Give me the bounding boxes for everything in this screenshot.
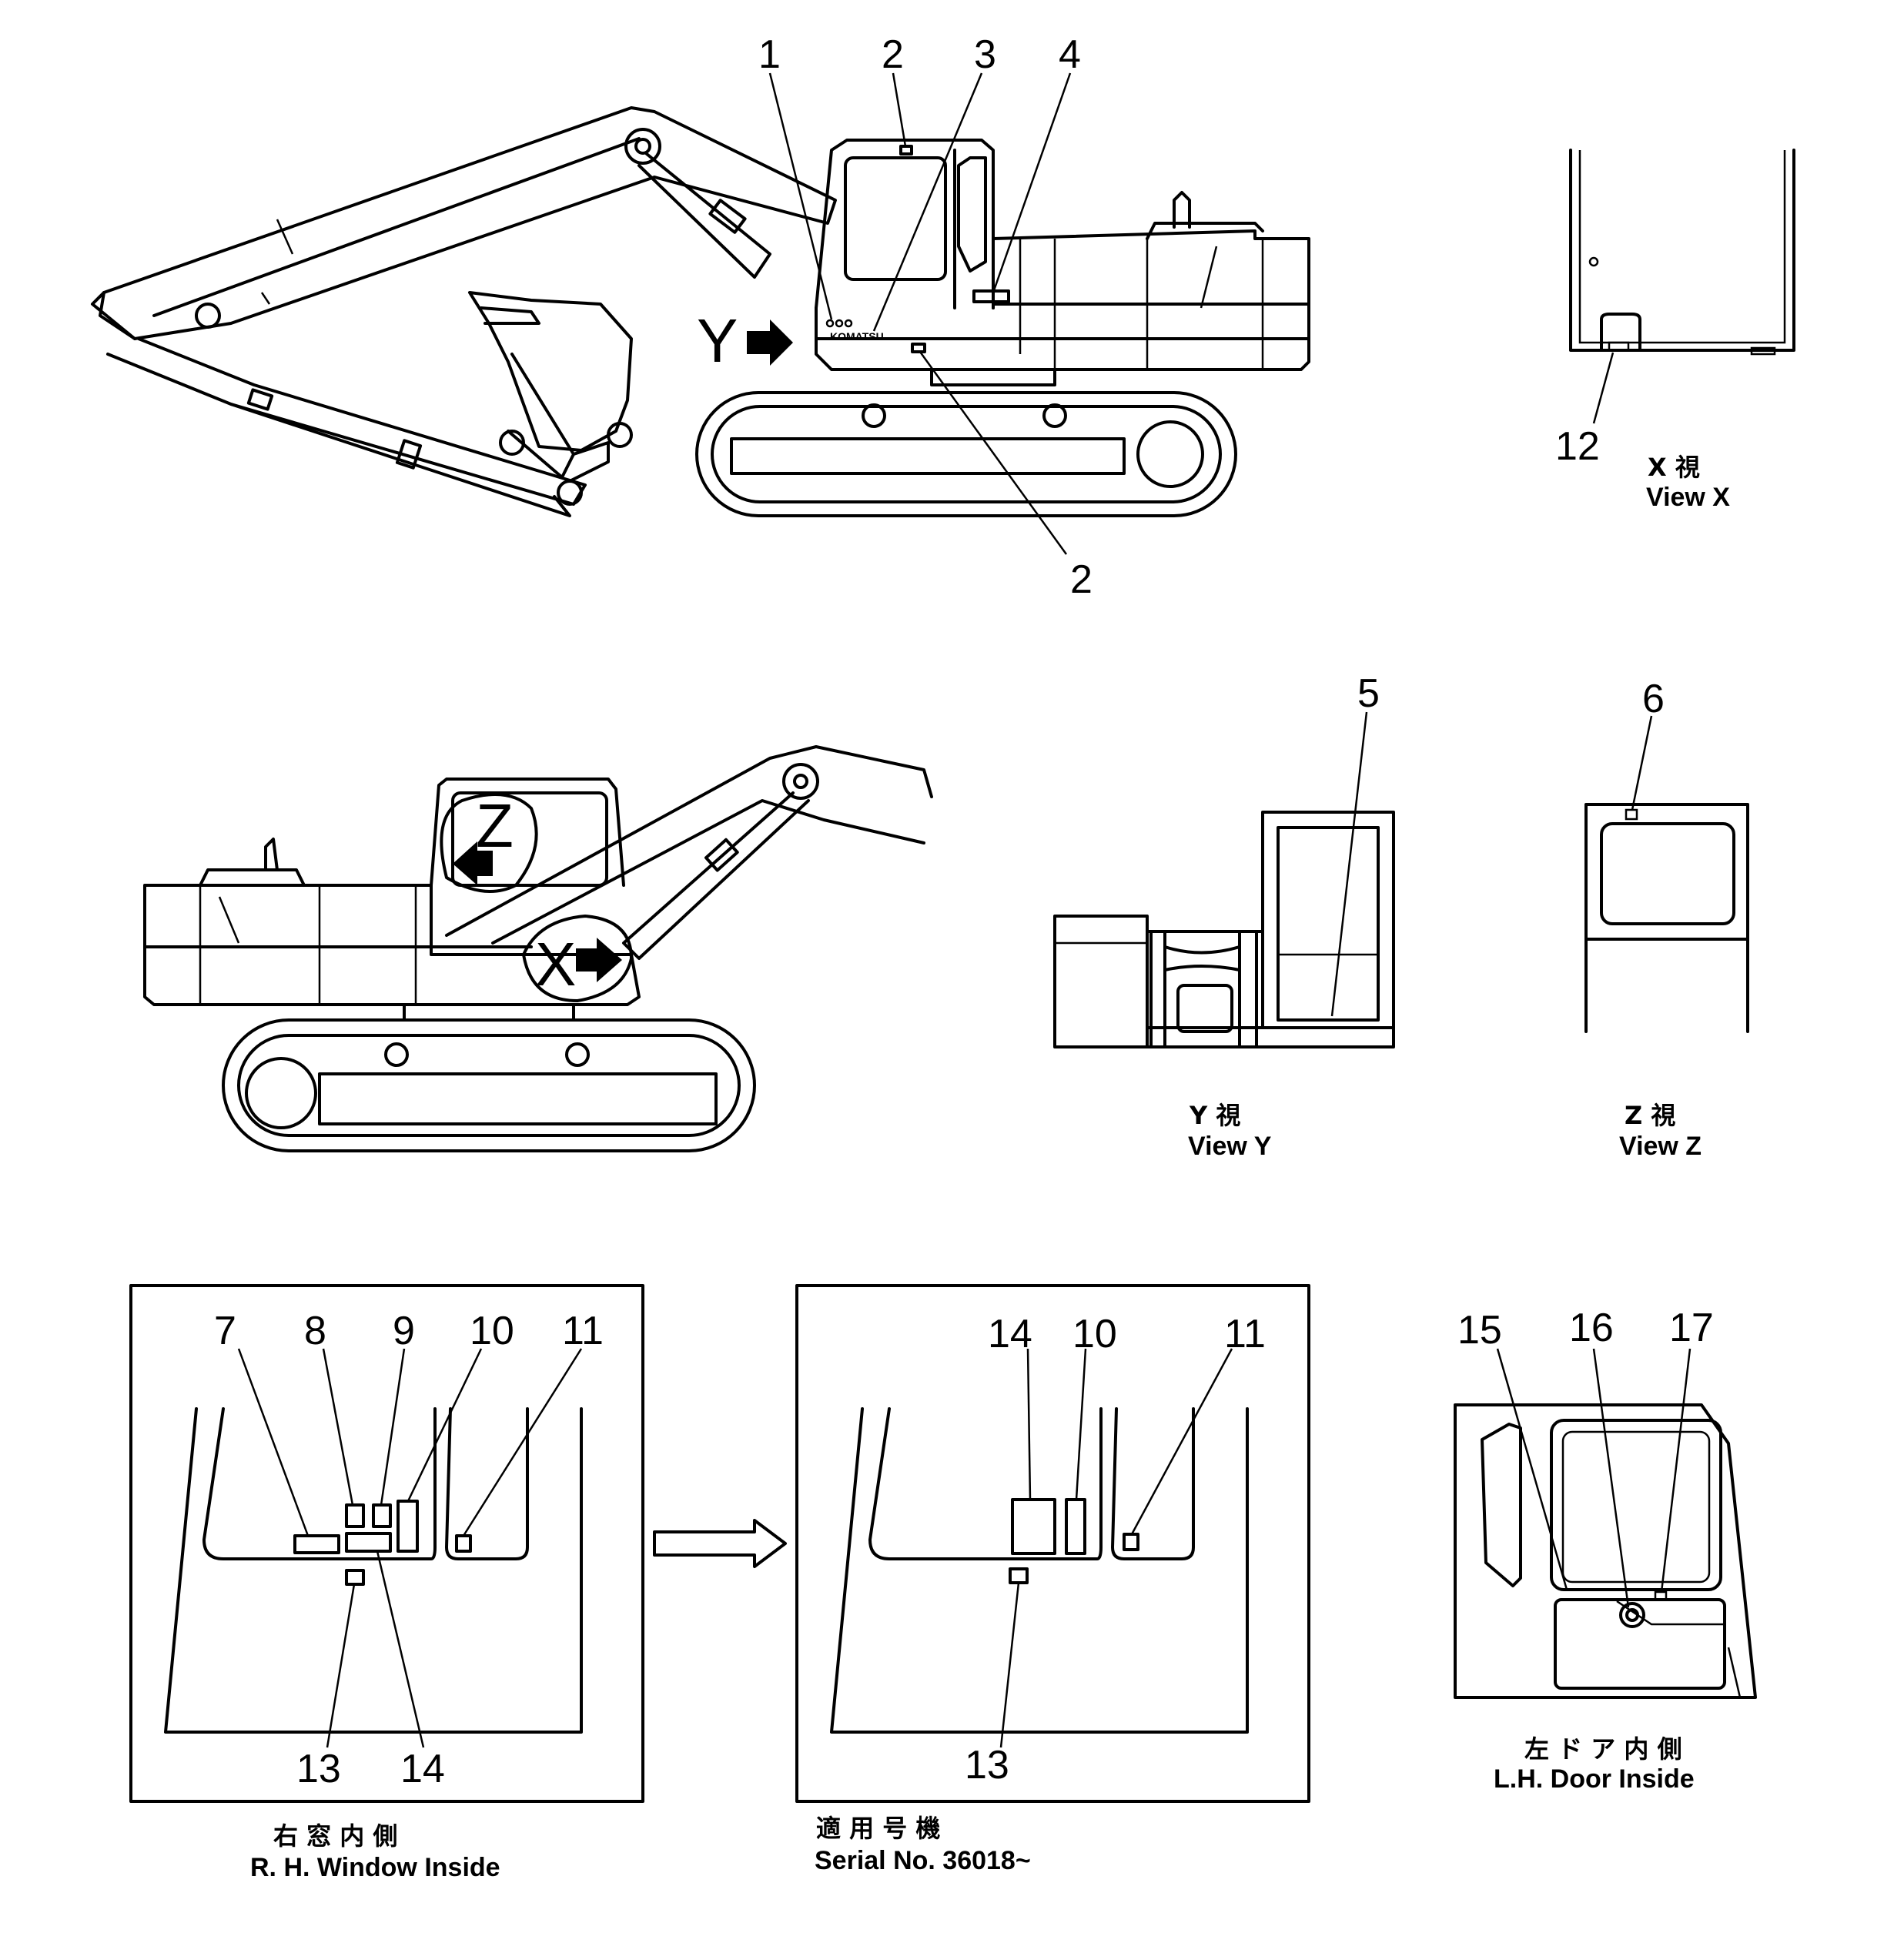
komatsu-logo: KOMATSU: [830, 330, 884, 343]
view-x: 12 X 視 View X: [1555, 149, 1795, 512]
lh-door-inside: 15 16 17 左 ド ア 内 側 L.H. Door Inside: [1454, 1306, 1757, 1794]
serial-jp-caption: 適 用 号 機: [816, 1814, 940, 1843]
arrow-right-icon: [747, 319, 793, 366]
callout-13: 13: [965, 1743, 1009, 1788]
callout-15: 15: [1457, 1308, 1502, 1353]
arrow-right-icon: [576, 938, 622, 982]
callout-3: 3: [974, 32, 996, 77]
callout-12: 12: [1555, 424, 1600, 469]
callout-4: 4: [1059, 32, 1081, 77]
view-x-caption: View X: [1646, 483, 1730, 512]
view-z-caption: View Z: [1619, 1132, 1702, 1161]
rh-window-inside: 7 8 9 10 11 13 14 右 窓 内 側 R. H. Window I…: [129, 1284, 644, 1882]
callout-16: 16: [1569, 1306, 1614, 1350]
callout-17: 17: [1669, 1306, 1714, 1350]
view-y-caption: View Y: [1188, 1132, 1272, 1161]
callout-8: 8: [304, 1309, 326, 1353]
view-y-jp-caption: Y 視: [1189, 1101, 1240, 1130]
callout-10: 10: [470, 1309, 514, 1353]
callout-14: 14: [400, 1747, 445, 1791]
callout-14: 14: [988, 1312, 1032, 1356]
view-marker-y: Y: [697, 306, 738, 375]
lh-door-jp-caption: 左 ド ア 内 側: [1524, 1734, 1682, 1764]
view-z: 6 Z 視 View Z: [1584, 677, 1749, 1161]
callout-2: 2: [882, 32, 904, 77]
callout-7: 7: [214, 1309, 236, 1353]
callout-2b: 2: [1070, 557, 1093, 602]
view-y: 5 Y 視 View Y: [1053, 671, 1395, 1161]
callout-11: 11: [1224, 1312, 1266, 1356]
callout-5: 5: [1357, 671, 1380, 716]
serial-window-inside: 14 10 11 13 適 用 号 機 Serial No. 36018~: [795, 1284, 1310, 1875]
callout-1: 1: [758, 32, 781, 77]
callout-6: 6: [1642, 677, 1665, 721]
callout-9: 9: [393, 1309, 415, 1353]
serial-caption: Serial No. 36018~: [815, 1846, 1031, 1875]
callout-13: 13: [296, 1747, 341, 1791]
callout-10: 10: [1072, 1312, 1117, 1356]
callout-11: 11: [562, 1309, 604, 1353]
view-marker-x: X: [535, 930, 576, 998]
excavator-side-view-middle: Z X: [143, 745, 933, 1152]
view-x-jp-caption: X 視: [1648, 453, 1700, 482]
rh-window-jp-caption: 右 窓 内 側: [273, 1821, 397, 1851]
arrow-left-icon: [453, 841, 493, 885]
view-marker-z: Z: [476, 791, 514, 860]
transition-arrow-icon: [653, 1519, 787, 1568]
lh-door-caption: L.H. Door Inside: [1494, 1764, 1695, 1794]
view-z-jp-caption: Z 視: [1625, 1101, 1675, 1130]
excavator-side-view-top: KOMATSU Y 1 2 3 4 2: [91, 32, 1310, 602]
rh-window-caption: R. H. Window Inside: [250, 1853, 500, 1882]
